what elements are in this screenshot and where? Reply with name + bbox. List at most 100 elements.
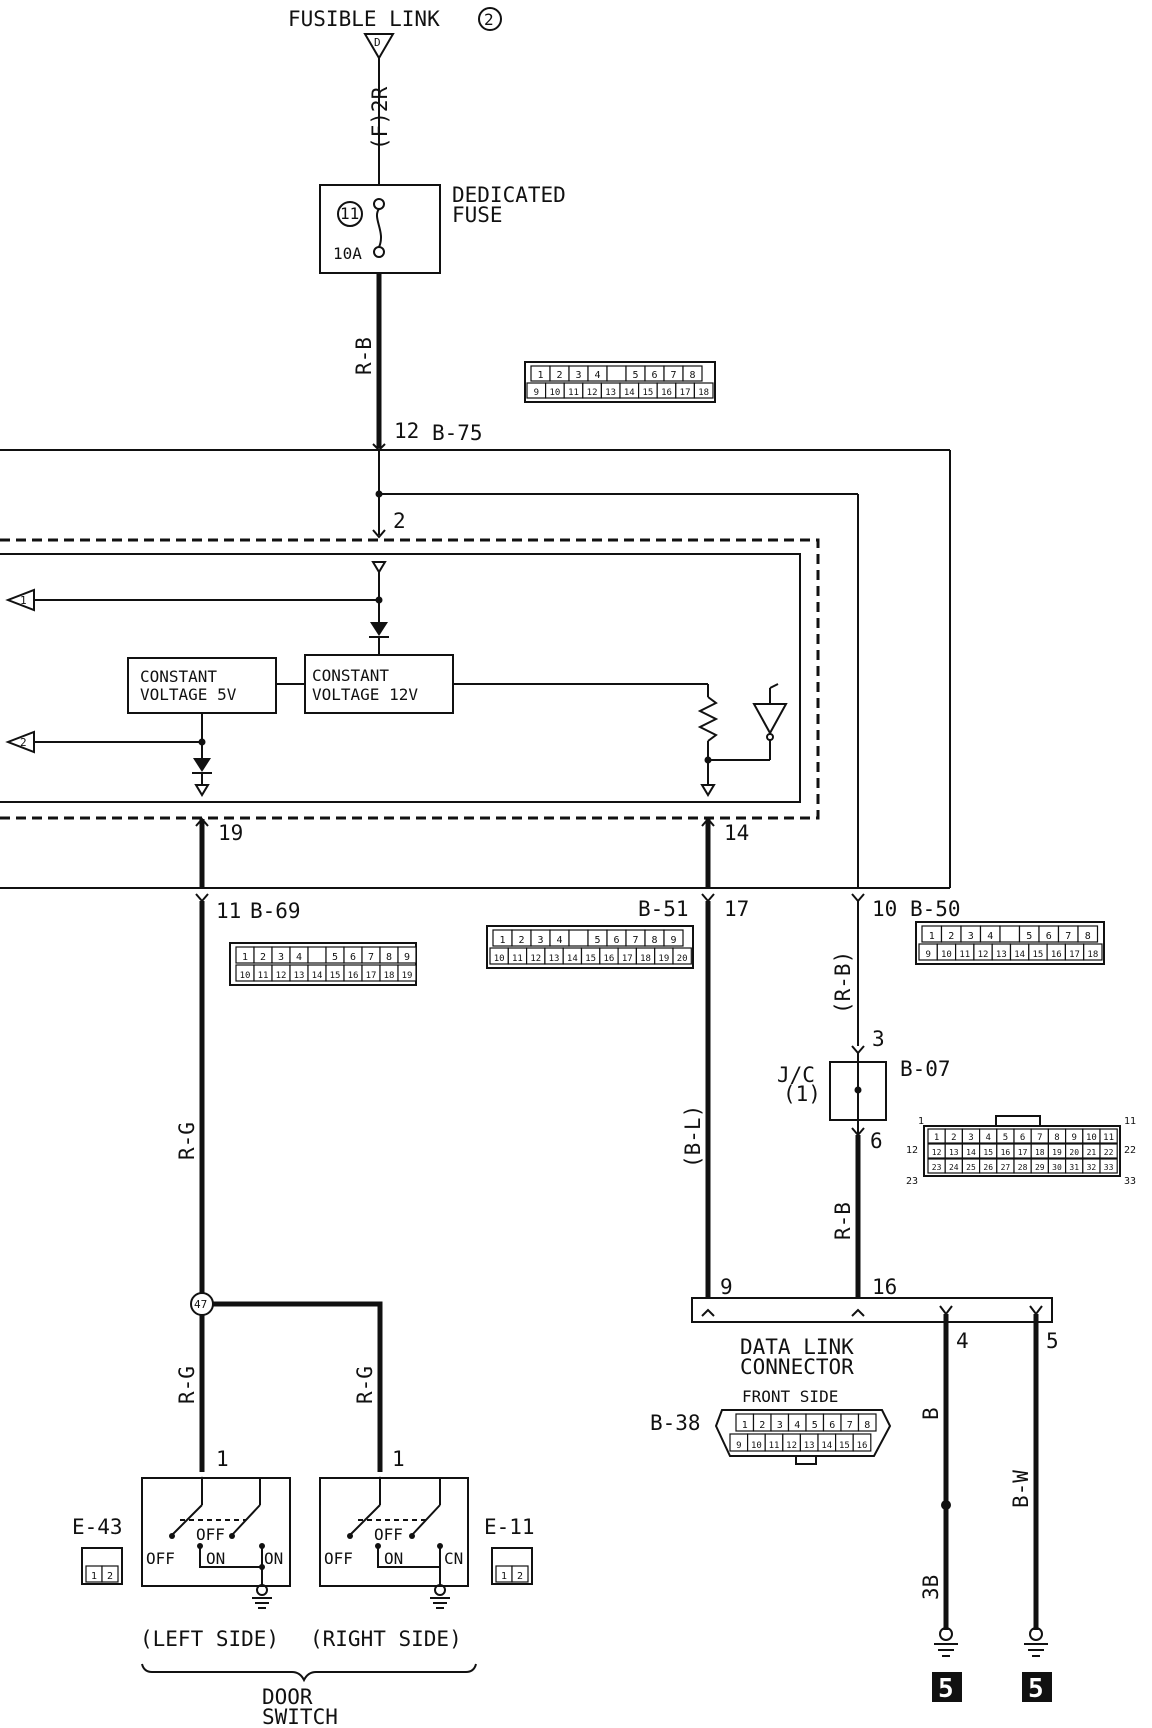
switch-right-off: OFF <box>324 1549 353 1568</box>
connector-pin-number: 5 <box>1026 931 1032 942</box>
connector-pin-number: 13 <box>949 1148 959 1157</box>
switch-left-on-2: ON <box>264 1549 283 1568</box>
switch-right-on: ON <box>384 1549 403 1568</box>
connector-pin-number: 7 <box>847 1420 853 1431</box>
connector-pin-number: 16 <box>661 388 672 398</box>
ref-arrow-1 <box>5 588 35 612</box>
connector-pin-cell <box>1099 1143 1118 1159</box>
connector-pin-number: 1 <box>537 370 543 381</box>
connector-pin-cell <box>663 929 684 947</box>
connector-pin-number: 29 <box>1035 1163 1045 1172</box>
dlc-pin-arrow-16 <box>851 1308 865 1317</box>
connector-pin-number: 9 <box>736 1441 741 1451</box>
connector-pin-number: 21 <box>1087 1148 1097 1157</box>
dlc-label-2: CONNECTOR <box>740 1355 854 1379</box>
front-side-label: FRONT SIDE <box>742 1387 838 1406</box>
connector-pin-number: 8 <box>386 952 392 963</box>
connector-pin-number: 13 <box>549 954 560 964</box>
connector-pin-number: 2 <box>518 935 524 946</box>
ground-point-5-left-label: 5 <box>938 1674 954 1704</box>
connector-pin-number: 17 <box>680 388 691 398</box>
connector-pin-number: 14 <box>1014 950 1025 960</box>
connector-pin-number: 17 <box>1018 1148 1028 1157</box>
connector-pin-cell <box>511 1565 529 1583</box>
connector-pin-number: 2 <box>759 1420 765 1431</box>
connector-pin-cell <box>568 929 589 947</box>
ground-symbol-icon <box>430 1584 450 1609</box>
connector-pin-number: 9 <box>670 935 676 946</box>
ref-arrow-1-num: 1 <box>20 594 27 607</box>
connector-pin-number: 17 <box>1069 950 1080 960</box>
connector-pin-number: 2 <box>951 1133 956 1143</box>
connector-pin-number: 10 <box>751 1441 762 1451</box>
connector-pin-number: 12 <box>530 954 541 964</box>
connector-label-b50: B-50 <box>910 897 961 921</box>
dedicated-fuse-label-1: DEDICATED <box>452 183 566 207</box>
connector-pin-number: 2 <box>107 1571 113 1582</box>
connector-pin-number: 17 <box>366 971 377 981</box>
connector-pin-number: 1 <box>242 952 248 963</box>
connector-pin-cell <box>672 947 692 965</box>
inverter-input-tick <box>769 683 779 689</box>
connector-label-e11: E-11 <box>484 1515 535 1539</box>
connector-pin-number: 12 <box>587 388 598 398</box>
fuse-amperage: 10A <box>333 244 362 263</box>
cv12-label-2: VOLTAGE 12V <box>312 685 418 704</box>
connector-pin-number: 4 <box>987 931 993 942</box>
pin-4: 4 <box>956 1329 969 1353</box>
connector-pin-cell <box>857 1413 877 1432</box>
pin-14: 14 <box>724 821 749 845</box>
pin-3: 3 <box>872 1027 885 1051</box>
connector-pin-number: 14 <box>312 971 323 981</box>
connector-pin-number: 9 <box>534 388 539 398</box>
data-link-connector-bar <box>691 1297 1053 1323</box>
connector-pin-number: 1 <box>501 1571 507 1582</box>
door-switch-right <box>319 1477 469 1587</box>
door-switch-left <box>141 1477 291 1587</box>
connector-pin-number: 12 <box>932 1148 942 1157</box>
connector-pin-number: 19 <box>1052 1148 1062 1157</box>
connector-pin-cell <box>999 925 1021 943</box>
pin-1-right: 1 <box>392 1447 405 1471</box>
connector-pin-number: 26 <box>983 1163 993 1172</box>
connector-side-number: 23 <box>906 1176 918 1187</box>
connector-pin-number: 13 <box>996 950 1007 960</box>
door-switch-brace <box>141 1663 477 1683</box>
connector-pin-number: 5 <box>594 935 600 946</box>
fusible-link-number-circle <box>478 7 502 31</box>
left-side-label: (LEFT SIDE) <box>140 1627 279 1651</box>
cv5-label-1: CONSTANT <box>140 667 217 686</box>
connector-pin-number: 14 <box>624 388 635 398</box>
connector-pin-number: 7 <box>368 952 374 963</box>
connector-pin-number: 18 <box>384 971 395 981</box>
connector-pin-cell <box>101 1565 119 1583</box>
pin-9: 9 <box>720 1275 733 1299</box>
connector-pin-number: 9 <box>1071 1133 1076 1143</box>
switch-left-on: ON <box>206 1549 225 1568</box>
connector-pin-number: 2 <box>556 370 562 381</box>
dlc-pin-arrow-9 <box>701 1308 715 1317</box>
wire-label-f2r: (F)2R <box>368 86 392 150</box>
ground-point-5-right-label: 5 <box>1028 1674 1044 1704</box>
connector-pin-number: 7 <box>632 935 638 946</box>
connector-side-number: 11 <box>1124 1116 1136 1127</box>
wire-rg-right <box>213 1301 383 1472</box>
connector-label-b75: B-75 <box>432 421 483 445</box>
connector-pin-number: 18 <box>1035 1148 1045 1157</box>
ground-label-3b: 3B <box>919 1575 943 1600</box>
connector-pin-number: 11 <box>959 950 970 960</box>
connector-pin-number: 6 <box>1046 931 1052 942</box>
connector-side-number: 33 <box>1124 1176 1136 1187</box>
connector-pin-number: 13 <box>605 388 616 398</box>
cv5-label-2: VOLTAGE 5V <box>140 685 237 704</box>
pin-1-left: 1 <box>216 1447 229 1471</box>
connector-pin-number: 32 <box>1087 1163 1097 1172</box>
wire-label-bw: B-W <box>1009 1470 1033 1508</box>
ground-symbol-icon <box>1024 1627 1048 1657</box>
pin-arrow-11 <box>195 893 209 903</box>
connector-pin-number: 5 <box>1003 1133 1008 1143</box>
